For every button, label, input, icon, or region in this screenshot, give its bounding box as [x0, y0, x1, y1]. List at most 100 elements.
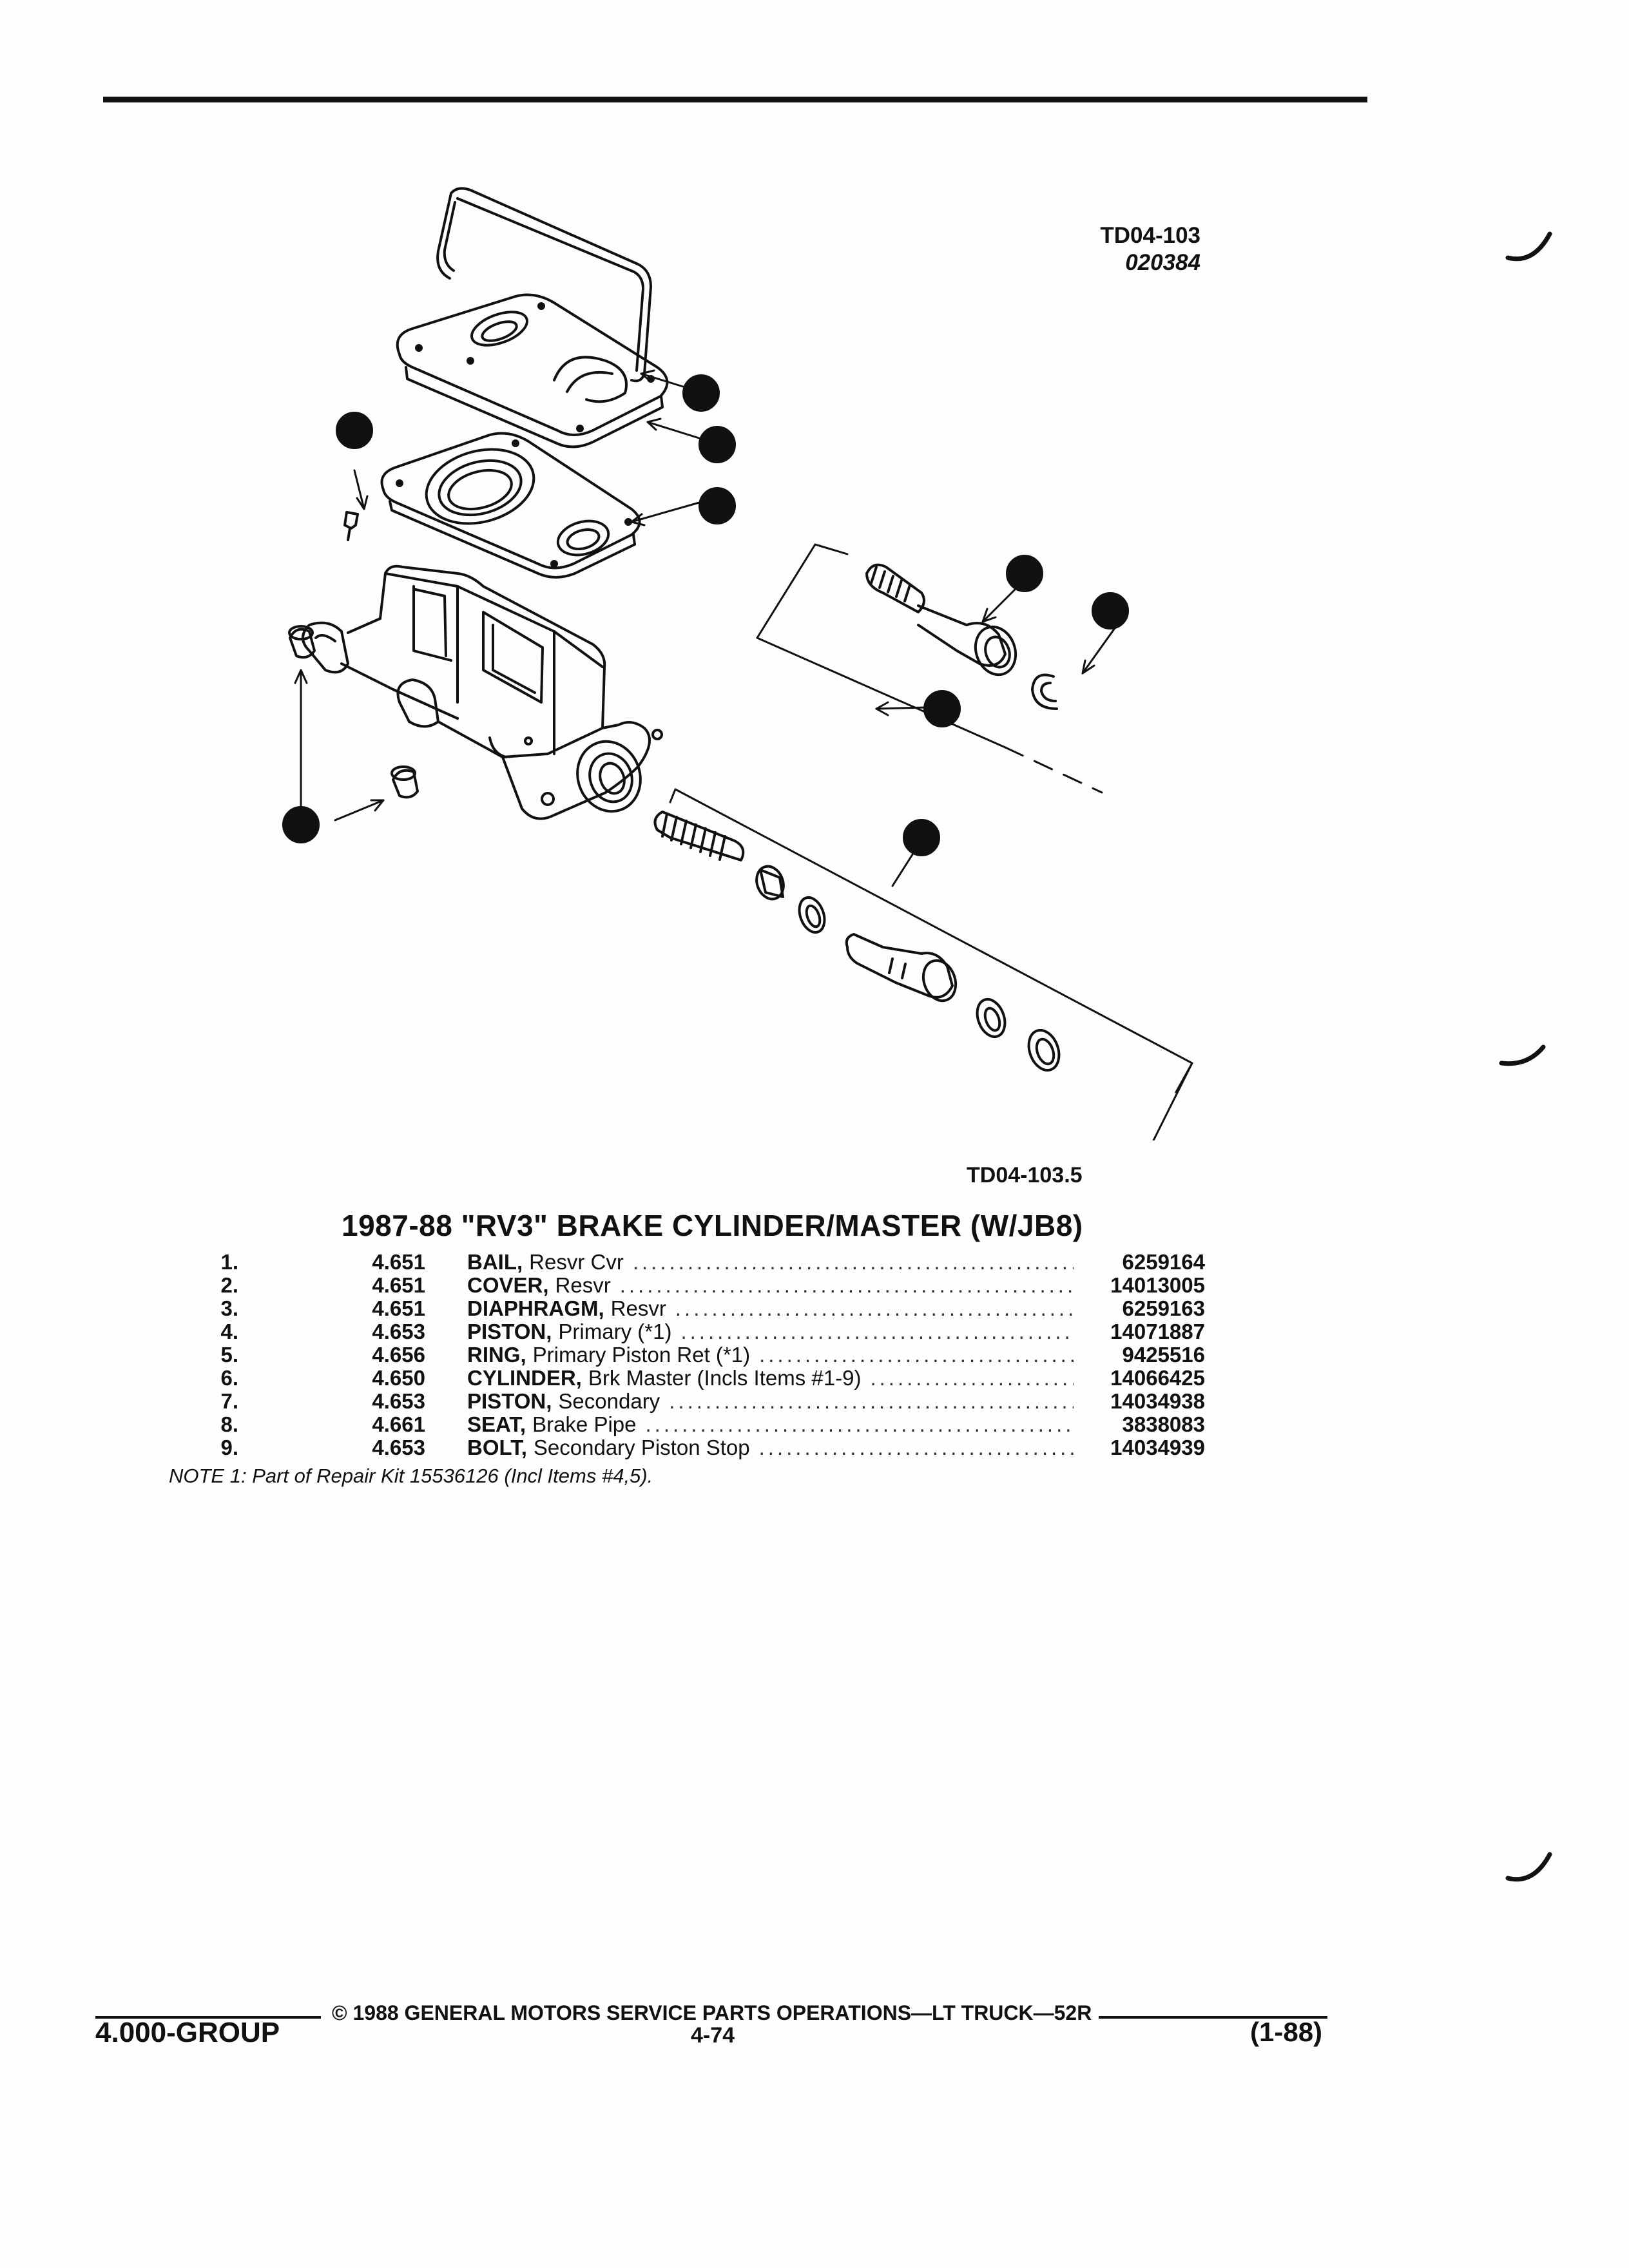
part-name: DIAPHRAGM,	[467, 1296, 604, 1320]
part-item-number: 8.	[220, 1412, 238, 1436]
part-number: 14071887	[1110, 1320, 1205, 1343]
part-description: BOLT, Secondary Piston Stop..............…	[467, 1436, 1083, 1460]
part-detail: Secondary Piston Stop	[533, 1436, 750, 1459]
primary-piston-ret-ring	[1031, 673, 1058, 710]
part-description: DIAPHRAGM,Resvr.........................…	[467, 1296, 1083, 1321]
part-number: 9425516	[1122, 1343, 1205, 1367]
binder-mark-3	[1505, 1852, 1552, 1882]
top-rule	[103, 97, 1367, 102]
figure-ref-code: TD04-103	[1100, 223, 1200, 248]
leader-dots: ........................................…	[675, 1296, 1074, 1320]
part-item-number: 2.	[220, 1273, 238, 1297]
part-item-number: 9.	[220, 1436, 238, 1459]
callout-1: 1	[695, 380, 708, 407]
part-item-number: 3.	[220, 1296, 238, 1320]
part-description: PISTON, Primary (*1).....................…	[467, 1320, 1083, 1344]
leader-dots: ........................................…	[759, 1343, 1074, 1367]
leader-dots: ........................................…	[758, 1436, 1074, 1459]
parts-row: 3. 4.651 DIAPHRAGM,Resvr..................…	[193, 1296, 1205, 1320]
parts-row: 8. 4.661 SEAT,Brake Pipe..................…	[193, 1412, 1205, 1436]
part-detail: Primary (*1)	[558, 1320, 672, 1343]
binder-mark-2	[1499, 1044, 1546, 1066]
parts-row: 1. 4.651 BAIL,Resvr Cvr...................…	[193, 1250, 1205, 1274]
callouts: 1 2 3 4 5 6 7 8 9	[282, 374, 1129, 856]
part-detail: Brake Pipe	[532, 1412, 637, 1436]
leader-dots: ........................................…	[669, 1389, 1074, 1413]
part-description: RING,Primary Piston Ret (*1)............…	[467, 1343, 1083, 1367]
part-name: RING,	[467, 1343, 526, 1367]
callout-leaders	[294, 369, 1116, 887]
footer-copyright: © 1988 GENERAL MOTORS SERVICE PARTS OPER…	[332, 2001, 1092, 2024]
part-description: BAIL,Resvr Cvr..........................…	[467, 1250, 1083, 1274]
part-name: BAIL,	[467, 1250, 523, 1274]
callout-8: 8	[294, 812, 307, 838]
part-item-number: 4.	[220, 1320, 238, 1343]
parts-row: 5. 4.656 RING,Primary Piston Ret (*1).....…	[193, 1343, 1205, 1367]
parts-list: 1. 4.651 BAIL,Resvr Cvr...................…	[193, 1250, 1205, 1459]
primary-piston	[865, 563, 1017, 677]
part-name: BOLT,	[467, 1436, 527, 1459]
parts-row: 4. 4.653 PISTON, Primary (*1)..............…	[193, 1320, 1205, 1343]
callout-3: 3	[711, 493, 724, 519]
exploded-bracket-lines	[669, 543, 1193, 1140]
part-group-code: 4.656	[372, 1343, 425, 1367]
callout-9: 9	[348, 418, 361, 444]
callout-4: 4	[1018, 561, 1031, 587]
part-group-code: 4.653	[372, 1389, 425, 1413]
parts-row: 6. 4.650 CYLINDER,Brk Master (Incls Items …	[193, 1366, 1205, 1390]
footer-rule-left	[95, 2016, 321, 2019]
leader-dots: ........................................…	[619, 1273, 1074, 1297]
leader-dots: ........................................…	[680, 1320, 1074, 1343]
callout-2: 2	[711, 432, 724, 458]
part-number: 6259163	[1122, 1296, 1205, 1320]
part-group-code: 4.653	[372, 1320, 425, 1343]
part-detail: Resvr	[555, 1273, 611, 1297]
footer-rule-right	[1099, 2016, 1327, 2019]
part-group-code: 4.650	[372, 1366, 425, 1390]
footer-revision: (1-88)	[1250, 2017, 1323, 2047]
part-group-code: 4.661	[372, 1412, 425, 1436]
part-name: PISTON,	[467, 1320, 552, 1343]
part-group-code: 4.651	[372, 1296, 425, 1320]
leader-dots: ........................................…	[870, 1366, 1074, 1390]
part-group-code: 4.651	[372, 1250, 425, 1274]
figure-reference: TD04-103 020384	[1100, 222, 1200, 276]
figure-caption: TD04-103.5	[967, 1163, 1083, 1187]
part-detail: Brk Master (Incls Items #1-9)	[588, 1366, 862, 1390]
section-title: 1987-88 "RV3" BRAKE CYLINDER/MASTER (W/J…	[342, 1209, 1083, 1242]
part-number: 14034939	[1110, 1436, 1205, 1459]
parts-row: 2. 4.651 COVER,Resvr......................…	[193, 1273, 1205, 1298]
part-description: CYLINDER,Brk Master (Incls Items #1-9)..…	[467, 1366, 1083, 1390]
binder-mark-1	[1505, 231, 1552, 262]
secondary-piston-assembly	[653, 811, 1061, 1072]
leader-dots: ........................................…	[645, 1412, 1074, 1436]
callout-5: 5	[1104, 598, 1117, 624]
part-group-code: 4.651	[372, 1273, 425, 1297]
part-number: 6259164	[1122, 1250, 1205, 1274]
part-name: CYLINDER,	[467, 1366, 582, 1390]
diaphragm	[380, 432, 641, 579]
exploded-parts-diagram: 1 2 3 4 5 6 7 8 9	[282, 187, 1193, 1140]
leader-dots: ........................................…	[632, 1250, 1074, 1274]
callout-7: 7	[915, 825, 928, 851]
footer-page-number: 4-74	[691, 2023, 735, 2048]
part-item-number: 1.	[220, 1250, 238, 1274]
part-description: COVER,Resvr.............................…	[467, 1273, 1083, 1298]
part-detail: Resvr Cvr	[529, 1250, 624, 1274]
part-item-number: 6.	[220, 1366, 238, 1390]
part-name: COVER,	[467, 1273, 549, 1297]
part-number: 14013005	[1110, 1273, 1205, 1297]
reservoir-cover	[396, 293, 669, 448]
part-item-number: 7.	[220, 1389, 238, 1413]
part-detail: Secondary	[558, 1389, 660, 1413]
part-name: SEAT,	[467, 1412, 526, 1436]
part-number: 3838083	[1122, 1412, 1205, 1436]
brake-pipe-seats	[288, 625, 419, 799]
bail-wire	[436, 187, 652, 383]
callout-6: 6	[936, 696, 949, 722]
footer-group: 4.000-GROUP	[95, 2017, 280, 2048]
part-number: 14034938	[1110, 1389, 1205, 1413]
part-item-number: 5.	[220, 1343, 238, 1367]
